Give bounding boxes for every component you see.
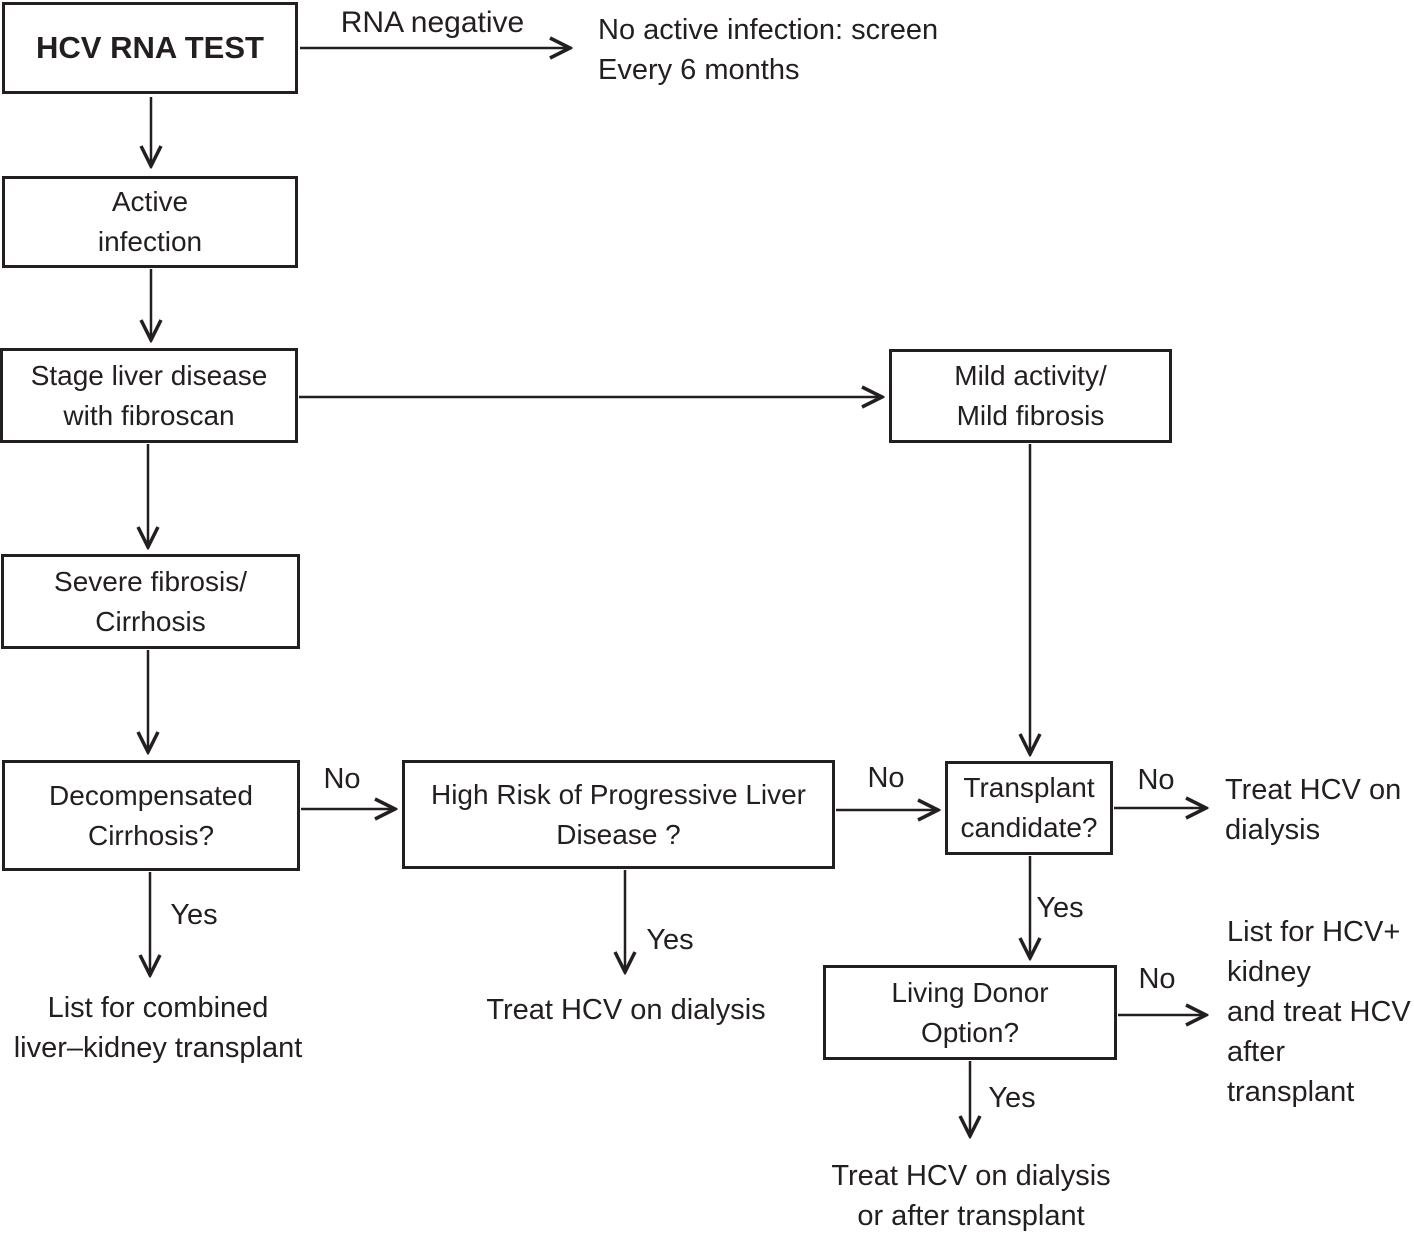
outcome-line: No active infection: screen bbox=[598, 14, 939, 46]
node-label: Option? bbox=[920, 1016, 1020, 1048]
node-living-donor: Living Donor Option? bbox=[823, 965, 1117, 1060]
node-label: Cirrhosis? bbox=[87, 819, 215, 851]
edge-label-no-decompensated: No bbox=[323, 763, 361, 795]
outcome-no-active-infection: No active infection: screen Every 6 mont… bbox=[598, 10, 938, 90]
node-label: Stage liver disease bbox=[30, 359, 268, 391]
edge-label-yes-highrisk: Yes bbox=[646, 924, 694, 956]
node-label: Decompensated bbox=[49, 779, 253, 811]
edge-label-yes-decompensated: Yes bbox=[170, 899, 218, 931]
node-label: HCV RNA TEST bbox=[36, 30, 264, 65]
outcome-treat-dialysis-or-after-transplant: Treat HCV on dialysis or after transplan… bbox=[812, 1156, 1130, 1234]
node-mild-activity: Mild activity/ Mild fibrosis bbox=[889, 349, 1172, 443]
node-high-risk-progressive: High Risk of Progressive Liver Disease ? bbox=[402, 760, 835, 869]
outcome-line: Treat HCV on dialysis bbox=[831, 1160, 1111, 1192]
node-hcv-rna-test: HCV RNA TEST bbox=[2, 2, 298, 94]
node-severe-fibrosis: Severe fibrosis/ Cirrhosis bbox=[1, 554, 300, 649]
node-label: Living Donor bbox=[891, 976, 1049, 1008]
edge-label-no-highrisk: No bbox=[867, 762, 905, 794]
node-label: with fibroscan bbox=[63, 399, 235, 431]
node-label: candidate? bbox=[960, 812, 1098, 843]
outcome-line: Every 6 months bbox=[598, 54, 800, 86]
outcome-line: liver–kidney transplant bbox=[13, 1032, 303, 1064]
node-label: Active bbox=[111, 186, 189, 217]
edge-label-no-livingdonor: No bbox=[1138, 963, 1176, 995]
outcome-line: List for HCV+ bbox=[1227, 916, 1401, 948]
node-transplant-candidate: Transplant candidate? bbox=[945, 761, 1113, 855]
outcome-line: dialysis bbox=[1225, 814, 1321, 846]
outcome-line: Treat HCV on dialysis bbox=[486, 994, 766, 1026]
outcome-line: Treat HCV on bbox=[1225, 774, 1402, 806]
node-label: Severe fibrosis/ bbox=[54, 565, 247, 597]
outcome-line: List for combined bbox=[47, 992, 269, 1024]
edge-label-yes-transplant: Yes bbox=[1036, 892, 1084, 924]
outcome-line: and treat HCV bbox=[1227, 996, 1411, 1028]
edge-label-no-transplant: No bbox=[1137, 764, 1175, 796]
node-label: Cirrhosis bbox=[95, 605, 206, 637]
outcome-list-hcv-positive-kidney: List for HCV+ kidney and treat HCV after… bbox=[1227, 912, 1411, 1112]
outcome-treat-hcv-on-dialysis: Treat HCV on dialysis bbox=[470, 990, 782, 1030]
outcome-line: after bbox=[1227, 1036, 1286, 1068]
node-label: High Risk of Progressive Liver bbox=[430, 778, 807, 810]
node-label: Disease ? bbox=[556, 818, 681, 850]
node-stage-liver-disease: Stage liver disease with fibroscan bbox=[0, 348, 298, 443]
outcome-treat-hcv-on-dialysis-not-candidate: Treat HCV on dialysis bbox=[1225, 770, 1401, 850]
node-label: Mild activity/ bbox=[954, 360, 1107, 391]
node-label: Mild fibrosis bbox=[956, 400, 1105, 431]
edge-label-rna-negative: RNA negative bbox=[340, 6, 525, 39]
edge-label-yes-livingdonor: Yes bbox=[988, 1082, 1036, 1114]
outcome-line: or after transplant bbox=[857, 1200, 1085, 1232]
node-decompensated-cirrhosis: Decompensated Cirrhosis? bbox=[2, 760, 300, 871]
outcome-line: transplant bbox=[1227, 1076, 1355, 1108]
outcome-combined-liver-kidney-transplant: List for combined liver–kidney transplan… bbox=[0, 988, 319, 1068]
outcome-line: kidney bbox=[1227, 956, 1311, 988]
node-label: Transplant bbox=[963, 772, 1095, 803]
node-label: infection bbox=[97, 226, 203, 257]
node-active-infection: Active infection bbox=[2, 176, 298, 268]
